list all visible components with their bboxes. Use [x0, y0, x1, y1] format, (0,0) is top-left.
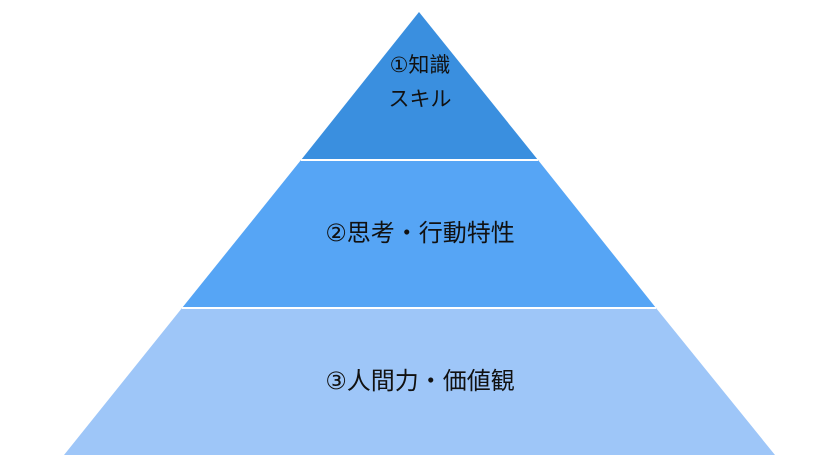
pyramid-tier-bottom [64, 308, 775, 455]
pyramid-tier-middle [182, 160, 656, 308]
tier-label-knowledge-skills: ①知識 スキル [340, 48, 500, 116]
tier-label-line: ②思考・行動特性 [325, 219, 515, 247]
pyramid-tier-top [301, 12, 538, 160]
tier-label-line: ③人間力・価値観 [325, 367, 515, 395]
tier-label-humanity-values: ③人間力・価値観 [260, 364, 580, 398]
tier-label-line: ①知識 [389, 53, 451, 77]
tier-label-thinking-behavior: ②思考・行動特性 [260, 216, 580, 250]
tier-label-line: スキル [388, 87, 452, 111]
